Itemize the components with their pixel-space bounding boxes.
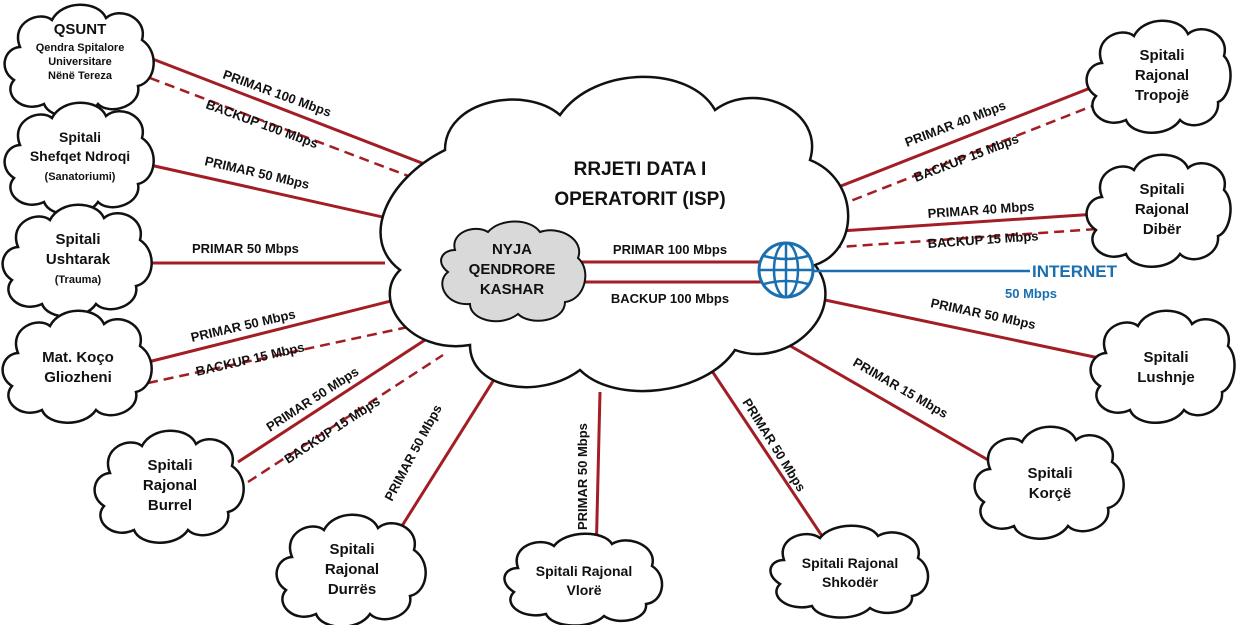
burrel-line1: Spitali (147, 457, 192, 474)
shkoder-primary-label: PRIMAR 50 Mbps (739, 396, 808, 495)
shkoder-line1: Spitali Rajonal (802, 555, 898, 571)
shefqet-line2: Shefqet Ndroqi (30, 148, 130, 164)
korce-line2: Korçë (1029, 485, 1072, 502)
shefqet-line1: Spitali (59, 129, 101, 145)
link-diber-primary (824, 211, 1113, 234)
hub-primary-label: PRIMAR 100 Mbps (613, 242, 727, 257)
site-diber: Spitali Rajonal Dibër (1085, 153, 1232, 268)
diber-line3: Dibër (1143, 221, 1182, 238)
qsunt-line2: Qendra Spitalore (36, 42, 125, 54)
koco-line1: Mat. Koço (42, 349, 114, 366)
link-vlore-primary (594, 391, 602, 561)
shefqet-primary-label: PRIMAR 50 Mbps (203, 153, 311, 192)
ushtarak-primary-label: PRIMAR 50 Mbps (192, 241, 299, 256)
durres-line2: Rajonal (325, 561, 379, 578)
tropoje-line2: Rajonal (1135, 67, 1189, 84)
qsunt-line4: Nënë Tereza (48, 70, 113, 82)
internet-speed: 50 Mbps (1005, 286, 1057, 301)
hub-backup-label: BACKUP 100 Mbps (611, 291, 729, 306)
link-burrel-backup (247, 353, 444, 484)
link-koco-primary (147, 298, 396, 364)
link-tropoje-backup (819, 101, 1101, 215)
link-lushnje-primary (824, 298, 1119, 364)
link-durres-primary (388, 377, 497, 546)
isp-cloud (379, 75, 850, 393)
vlore-line2: Vlorë (566, 582, 601, 598)
lushnje-line2: Lushnje (1137, 369, 1195, 386)
site-korce: Spitali Korçë (973, 425, 1125, 540)
diber-line1: Spitali (1139, 181, 1184, 198)
site-durres: Spitali Rajonal Durrës (275, 513, 427, 625)
koco-line2: Gliozheni (44, 369, 112, 386)
link-burrel-primary (237, 336, 429, 464)
site-burrel: Spitali Rajonal Burrel (93, 429, 245, 544)
tropoje-line3: Tropojë (1135, 87, 1189, 104)
diber-primary-label: PRIMAR 40 Mbps (927, 199, 1035, 221)
shefqet-line3: (Sanatoriumi) (45, 171, 116, 183)
vlore-primary-label: PRIMAR 50 Mbps (575, 423, 590, 530)
site-qsunt: QSUNT Qendra Spitalore Universitare Nënë… (3, 3, 155, 118)
durres-primary-label: PRIMAR 50 Mbps (381, 402, 444, 503)
site-shefqet-ndroqi: Spitali Shefqet Ndroqi (Sanatoriumi) (3, 101, 155, 216)
diber-backup-label: BACKUP 15 Mbps (927, 228, 1039, 251)
durres-line1: Spitali (329, 541, 374, 558)
lushnje-line1: Spitali (1143, 349, 1188, 366)
site-koco-gliozheni: Mat. Koço Gliozheni (1, 309, 153, 424)
shkoder-line2: Shkodër (822, 574, 879, 590)
isp-title-line1: RRJETI DATA I (574, 159, 707, 180)
site-shkoder: Spitali Rajonal Shkodër (769, 524, 930, 619)
hub-line3: KASHAR (480, 281, 544, 298)
link-shefqet-primary (149, 163, 406, 224)
durres-line3: Durrës (328, 581, 376, 598)
globe-icon (757, 241, 815, 299)
vlore-line1: Spitali Rajonal (536, 563, 632, 579)
burrel-line2: Rajonal (143, 477, 197, 494)
site-lushnje: Spitali Lushnje (1089, 309, 1236, 424)
link-qsunt-primary (149, 56, 441, 172)
link-qsunt-backup (149, 76, 441, 190)
ushtarak-line1: Spitali (55, 231, 100, 248)
isp-title-line2: OPERATORIT (ISP) (554, 189, 725, 210)
hub-cloud (440, 220, 587, 323)
site-vlore: Spitali Rajonal Vlorë (503, 532, 664, 625)
hub-line1: NYJA (492, 241, 532, 258)
site-ushtarak: Spitali Ushtarak (Trauma) (1, 203, 153, 318)
korce-line1: Spitali (1027, 465, 1072, 482)
internet-label: INTERNET (1032, 262, 1118, 281)
site-tropoje: Spitali Rajonal Tropojë (1085, 19, 1232, 134)
diber-line2: Rajonal (1135, 201, 1189, 218)
ushtarak-line3: (Trauma) (55, 274, 102, 286)
link-korce-primary (779, 338, 1003, 470)
link-koco-backup (147, 325, 409, 385)
link-tropoje-primary (817, 83, 1099, 197)
burrel-line3: Burrel (148, 497, 192, 514)
hub-line2: QENDRORE (469, 261, 556, 278)
qsunt-line1: QSUNT (54, 21, 107, 38)
link-shkoder-primary (708, 367, 830, 546)
tropoje-line1: Spitali (1139, 47, 1184, 64)
qsunt-line3: Universitare (48, 56, 112, 68)
ushtarak-line2: Ushtarak (46, 251, 111, 268)
